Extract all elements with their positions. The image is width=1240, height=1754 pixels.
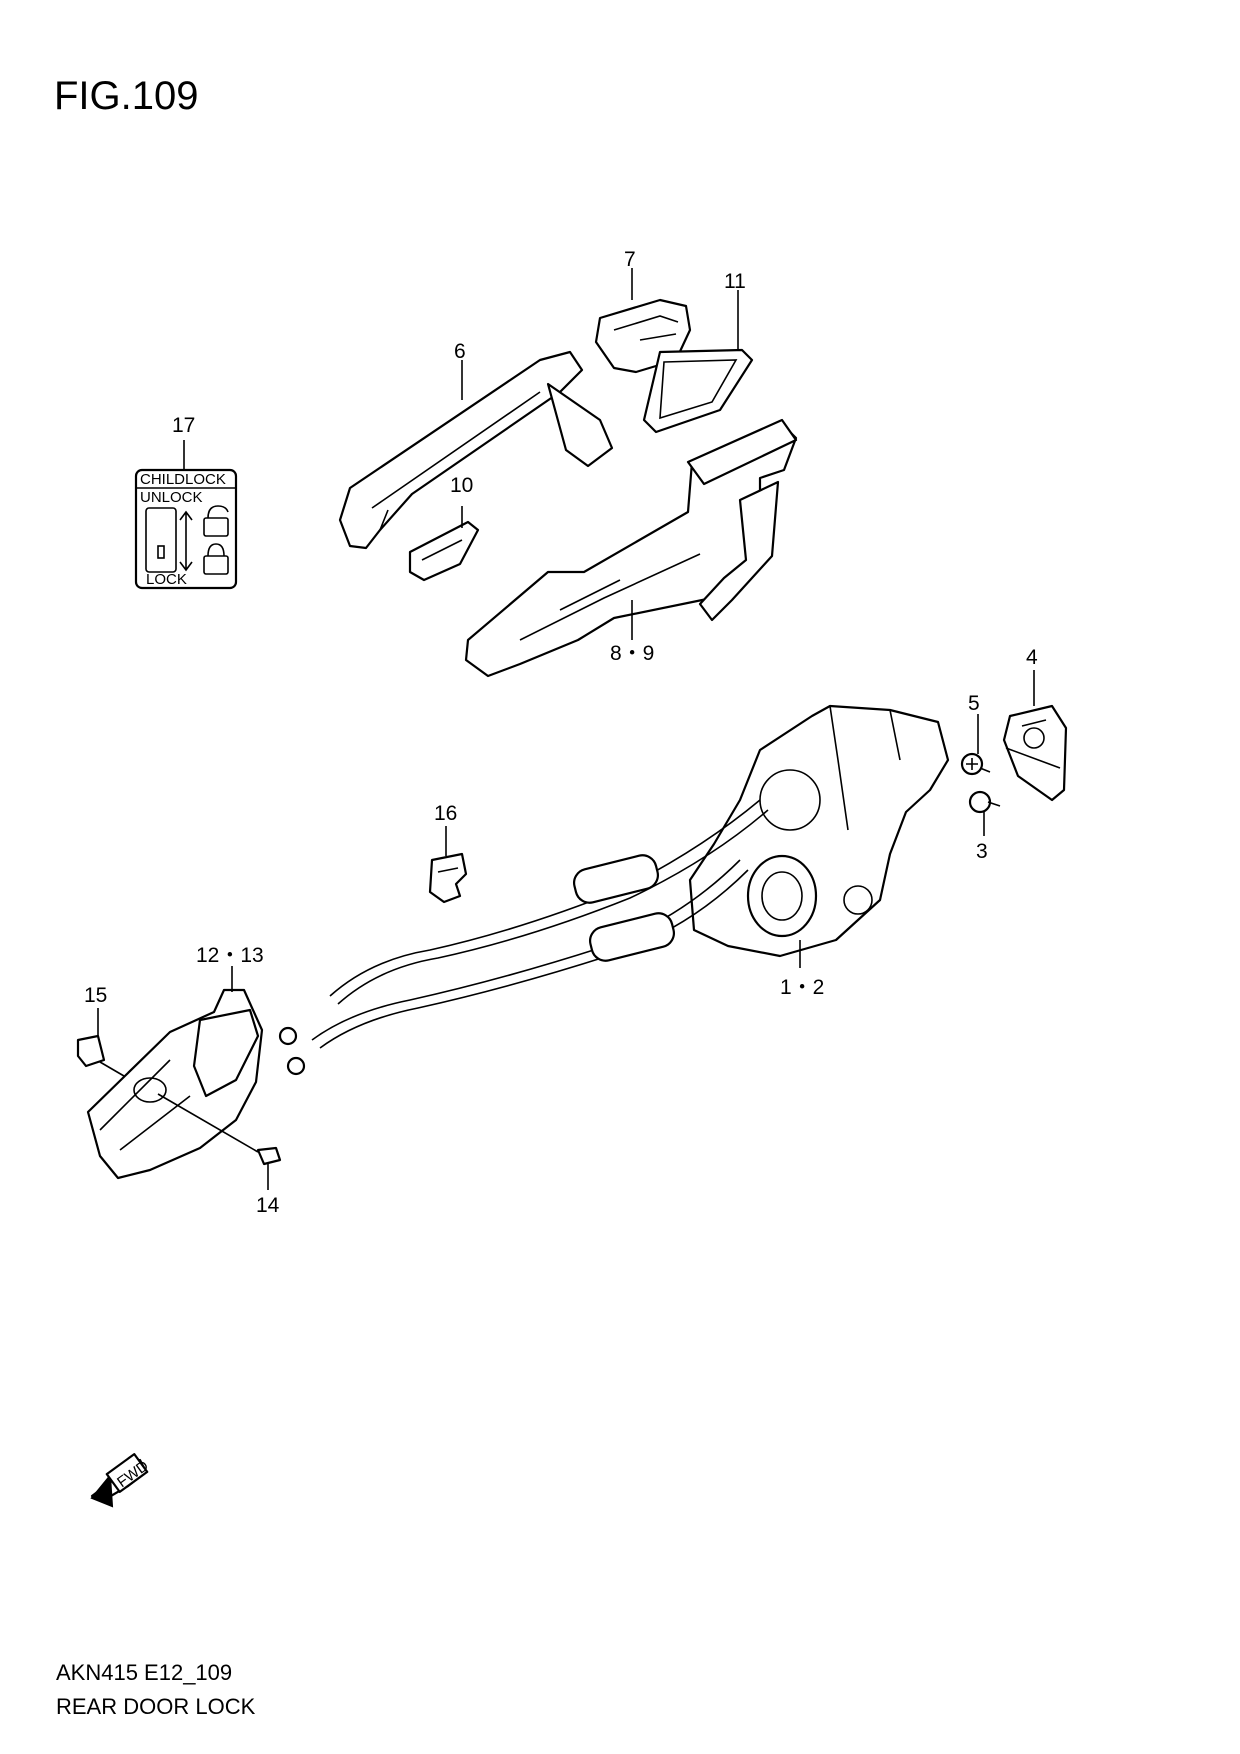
part-17-childlock-label: CHILDLOCK UNLOCK LOCK	[134, 468, 238, 590]
part-10-bracket	[408, 520, 480, 582]
fwd-arrow-icon: FWD	[90, 1453, 152, 1508]
part-3-bolt	[968, 790, 1001, 814]
part-12-13-inside-handle	[86, 988, 264, 1180]
childlock-lock: LOCK	[146, 571, 187, 588]
callout-1-2: 1・2	[780, 976, 824, 999]
part-1-2-lock-actuator	[688, 704, 950, 958]
part-15-clip	[76, 1034, 106, 1068]
part-16-clip	[428, 852, 468, 904]
callout-10: 10	[450, 474, 473, 497]
part-14-screw	[256, 1146, 282, 1166]
figure-code: AKN415 E12_109	[56, 1660, 233, 1685]
part-11-gasket	[642, 348, 754, 434]
childlock-header: CHILDLOCK	[140, 471, 226, 488]
callout-16: 16	[434, 802, 457, 825]
part-8-9-handle-frame	[464, 418, 798, 678]
childlock-unlock: UNLOCK	[140, 489, 203, 506]
callout-11: 11	[724, 270, 746, 293]
cables	[278, 799, 769, 1076]
callout-5: 5	[968, 692, 980, 715]
part-6-outside-handle	[338, 350, 614, 550]
callout-7: 7	[624, 248, 636, 271]
callout-4: 4	[1026, 646, 1038, 669]
callout-15: 15	[84, 984, 107, 1007]
callout-8-9: 8・9	[610, 642, 654, 665]
callout-17: 17	[172, 414, 195, 437]
part-4-striker	[1002, 704, 1068, 802]
figure-name: REAR DOOR LOCK	[56, 1694, 256, 1719]
callout-14: 14	[256, 1194, 280, 1217]
callout-6: 6	[454, 340, 466, 363]
part-5-screw	[960, 752, 991, 776]
callout-12-13: 12・13	[196, 944, 264, 967]
callout-3: 3	[976, 840, 988, 863]
figure-title: FIG.109	[54, 74, 199, 118]
